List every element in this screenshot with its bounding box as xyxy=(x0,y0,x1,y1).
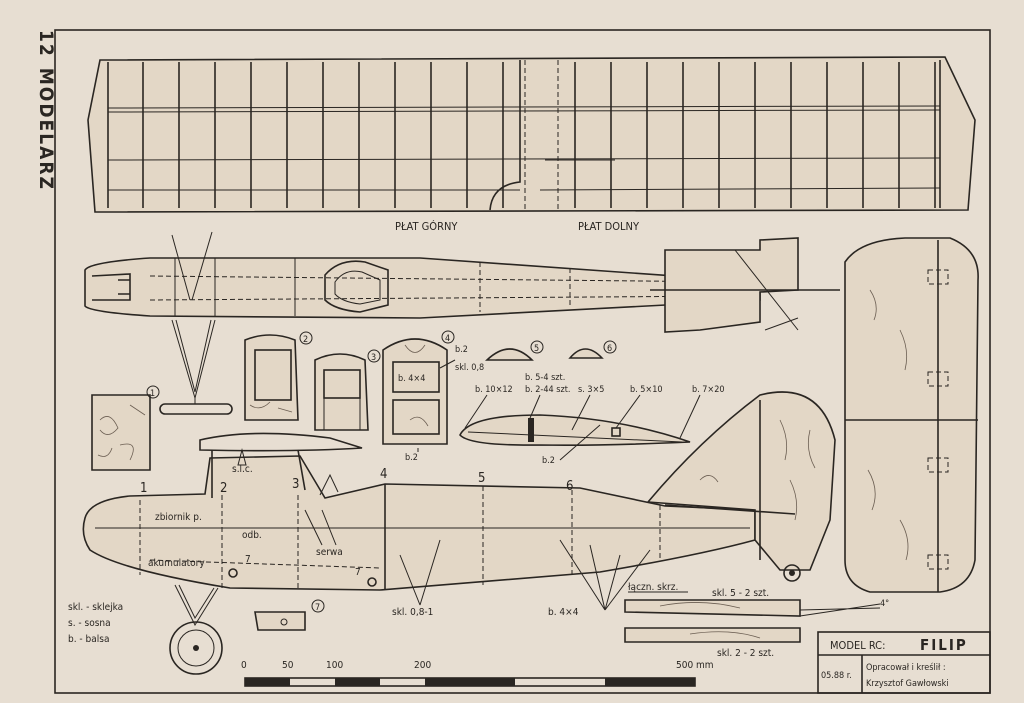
label-skl5: skl. 5 - 2 szt. xyxy=(712,588,769,599)
label-b244: b. 2-44 szt. xyxy=(525,385,570,395)
part-number-6: 6 xyxy=(607,344,612,354)
label-b7x20: b. 7×20 xyxy=(692,385,725,395)
station-1: 1 xyxy=(140,481,147,496)
label-b2-part4-bottom: b.2 xyxy=(405,453,418,463)
wing-joiners: łączn. skrz. skl. 5 - 2 szt. 4° skl. 2 -… xyxy=(624,582,889,659)
label-b54: b. 5-4 szt. xyxy=(525,373,565,383)
model-label: MODEL RC: xyxy=(830,639,885,652)
part-number-7: 7 xyxy=(315,603,320,613)
station-4: 4 xyxy=(380,467,387,482)
fuselage-side-view: 1 2 3 4 5 6 zbiornik p. odb. akumulatory… xyxy=(82,391,836,675)
part-6: 6 xyxy=(568,340,617,359)
part-number-2: 2 xyxy=(303,335,308,345)
part-5: 5 xyxy=(485,340,544,361)
station-2: 2 xyxy=(220,481,227,496)
credit-label: Opracował i kreślił : xyxy=(866,662,946,673)
part-number-3: 3 xyxy=(371,353,376,363)
fuselage-top-view xyxy=(84,231,840,333)
label-b10x12: b. 10×12 xyxy=(475,385,513,395)
legend-item-balsa: b. - balsa xyxy=(68,634,109,645)
label-slc: s.l.c. xyxy=(232,464,253,475)
legend-item-plywood: skl. - sklejka xyxy=(68,602,123,613)
stabilizer-plan xyxy=(844,237,979,593)
part-number-1: 1 xyxy=(150,389,155,399)
label-skl081: skl. 0,8-1 xyxy=(392,607,433,618)
model-name: FILIP xyxy=(920,636,968,654)
title-block: MODEL RC: FILIP 05.88 r. Opracował i kre… xyxy=(817,631,991,694)
scale-bar: 0 50 100 200 500 mm xyxy=(241,660,714,687)
label-b4x4-side: b. 4×4 xyxy=(548,607,579,618)
scale-tick-200: 200 xyxy=(414,660,431,671)
label-batteries: akumulatory xyxy=(148,558,205,569)
scale-tick-500: 500 mm xyxy=(676,660,714,671)
sheet-border xyxy=(54,29,991,694)
landing-gear-front xyxy=(159,319,233,415)
station-3: 3 xyxy=(292,477,299,492)
page-header: 12MODELARZ xyxy=(35,30,57,191)
part-number-4: 4 xyxy=(445,334,450,344)
label-servo: serwa xyxy=(316,547,343,558)
author-name: Krzysztof Gawłowski xyxy=(866,679,949,689)
scale-tick-50: 50 xyxy=(282,660,294,671)
wing-top-view: PŁAT GÓRNY PŁAT DOLNY xyxy=(87,56,976,233)
label-odb: odb. xyxy=(242,530,262,541)
wing-rib-section: b. 10×12 b. 5-4 szt. b. 2-44 szt. s. 3×5… xyxy=(459,373,725,466)
part-number-5: 5 xyxy=(534,344,539,354)
label-skl2: skl. 2 - 2 szt. xyxy=(717,648,774,659)
label-s3x5: s. 3×5 xyxy=(578,385,604,395)
label-b4x4: b. 4×4 xyxy=(398,374,425,384)
station-6: 6 xyxy=(566,479,573,494)
materials-legend: skl. - sklejka s. - sosna b. - balsa xyxy=(68,602,123,645)
station-5: 5 xyxy=(478,471,485,486)
part-7: 7 xyxy=(254,599,325,631)
part-4: b. 4×4 4 b.2 skl. 0,8 b.2 xyxy=(382,330,484,463)
label-angle: 4° xyxy=(880,599,889,609)
magazine-title: MODELARZ xyxy=(35,68,57,191)
label-skl08: skl. 0,8 xyxy=(455,363,484,373)
label-seven-front: 7 xyxy=(245,554,251,565)
label-b2-rib: b.2 xyxy=(542,456,555,466)
label-seven-rear: 7 xyxy=(355,567,361,578)
label-joint: łączn. skrz. xyxy=(628,582,678,593)
label-b2-part4: b.2 xyxy=(455,345,468,355)
upper-wing-label: PŁAT GÓRNY xyxy=(395,220,458,233)
label-b5x10: b. 5×10 xyxy=(630,385,663,395)
label-fuel-tank: zbiornik p. xyxy=(155,512,202,523)
legend-item-pine: s. - sosna xyxy=(68,618,111,629)
drawing-date: 05.88 r. xyxy=(821,671,852,681)
page-number: 12 xyxy=(35,30,57,58)
scale-tick-100: 100 xyxy=(326,660,343,671)
lower-wing-label: PŁAT DOLNY xyxy=(578,220,640,233)
part-2: 2 xyxy=(244,331,313,421)
part-1: 1 xyxy=(91,385,160,471)
scale-tick-0: 0 xyxy=(241,660,247,671)
part-3: 3 xyxy=(314,349,381,431)
